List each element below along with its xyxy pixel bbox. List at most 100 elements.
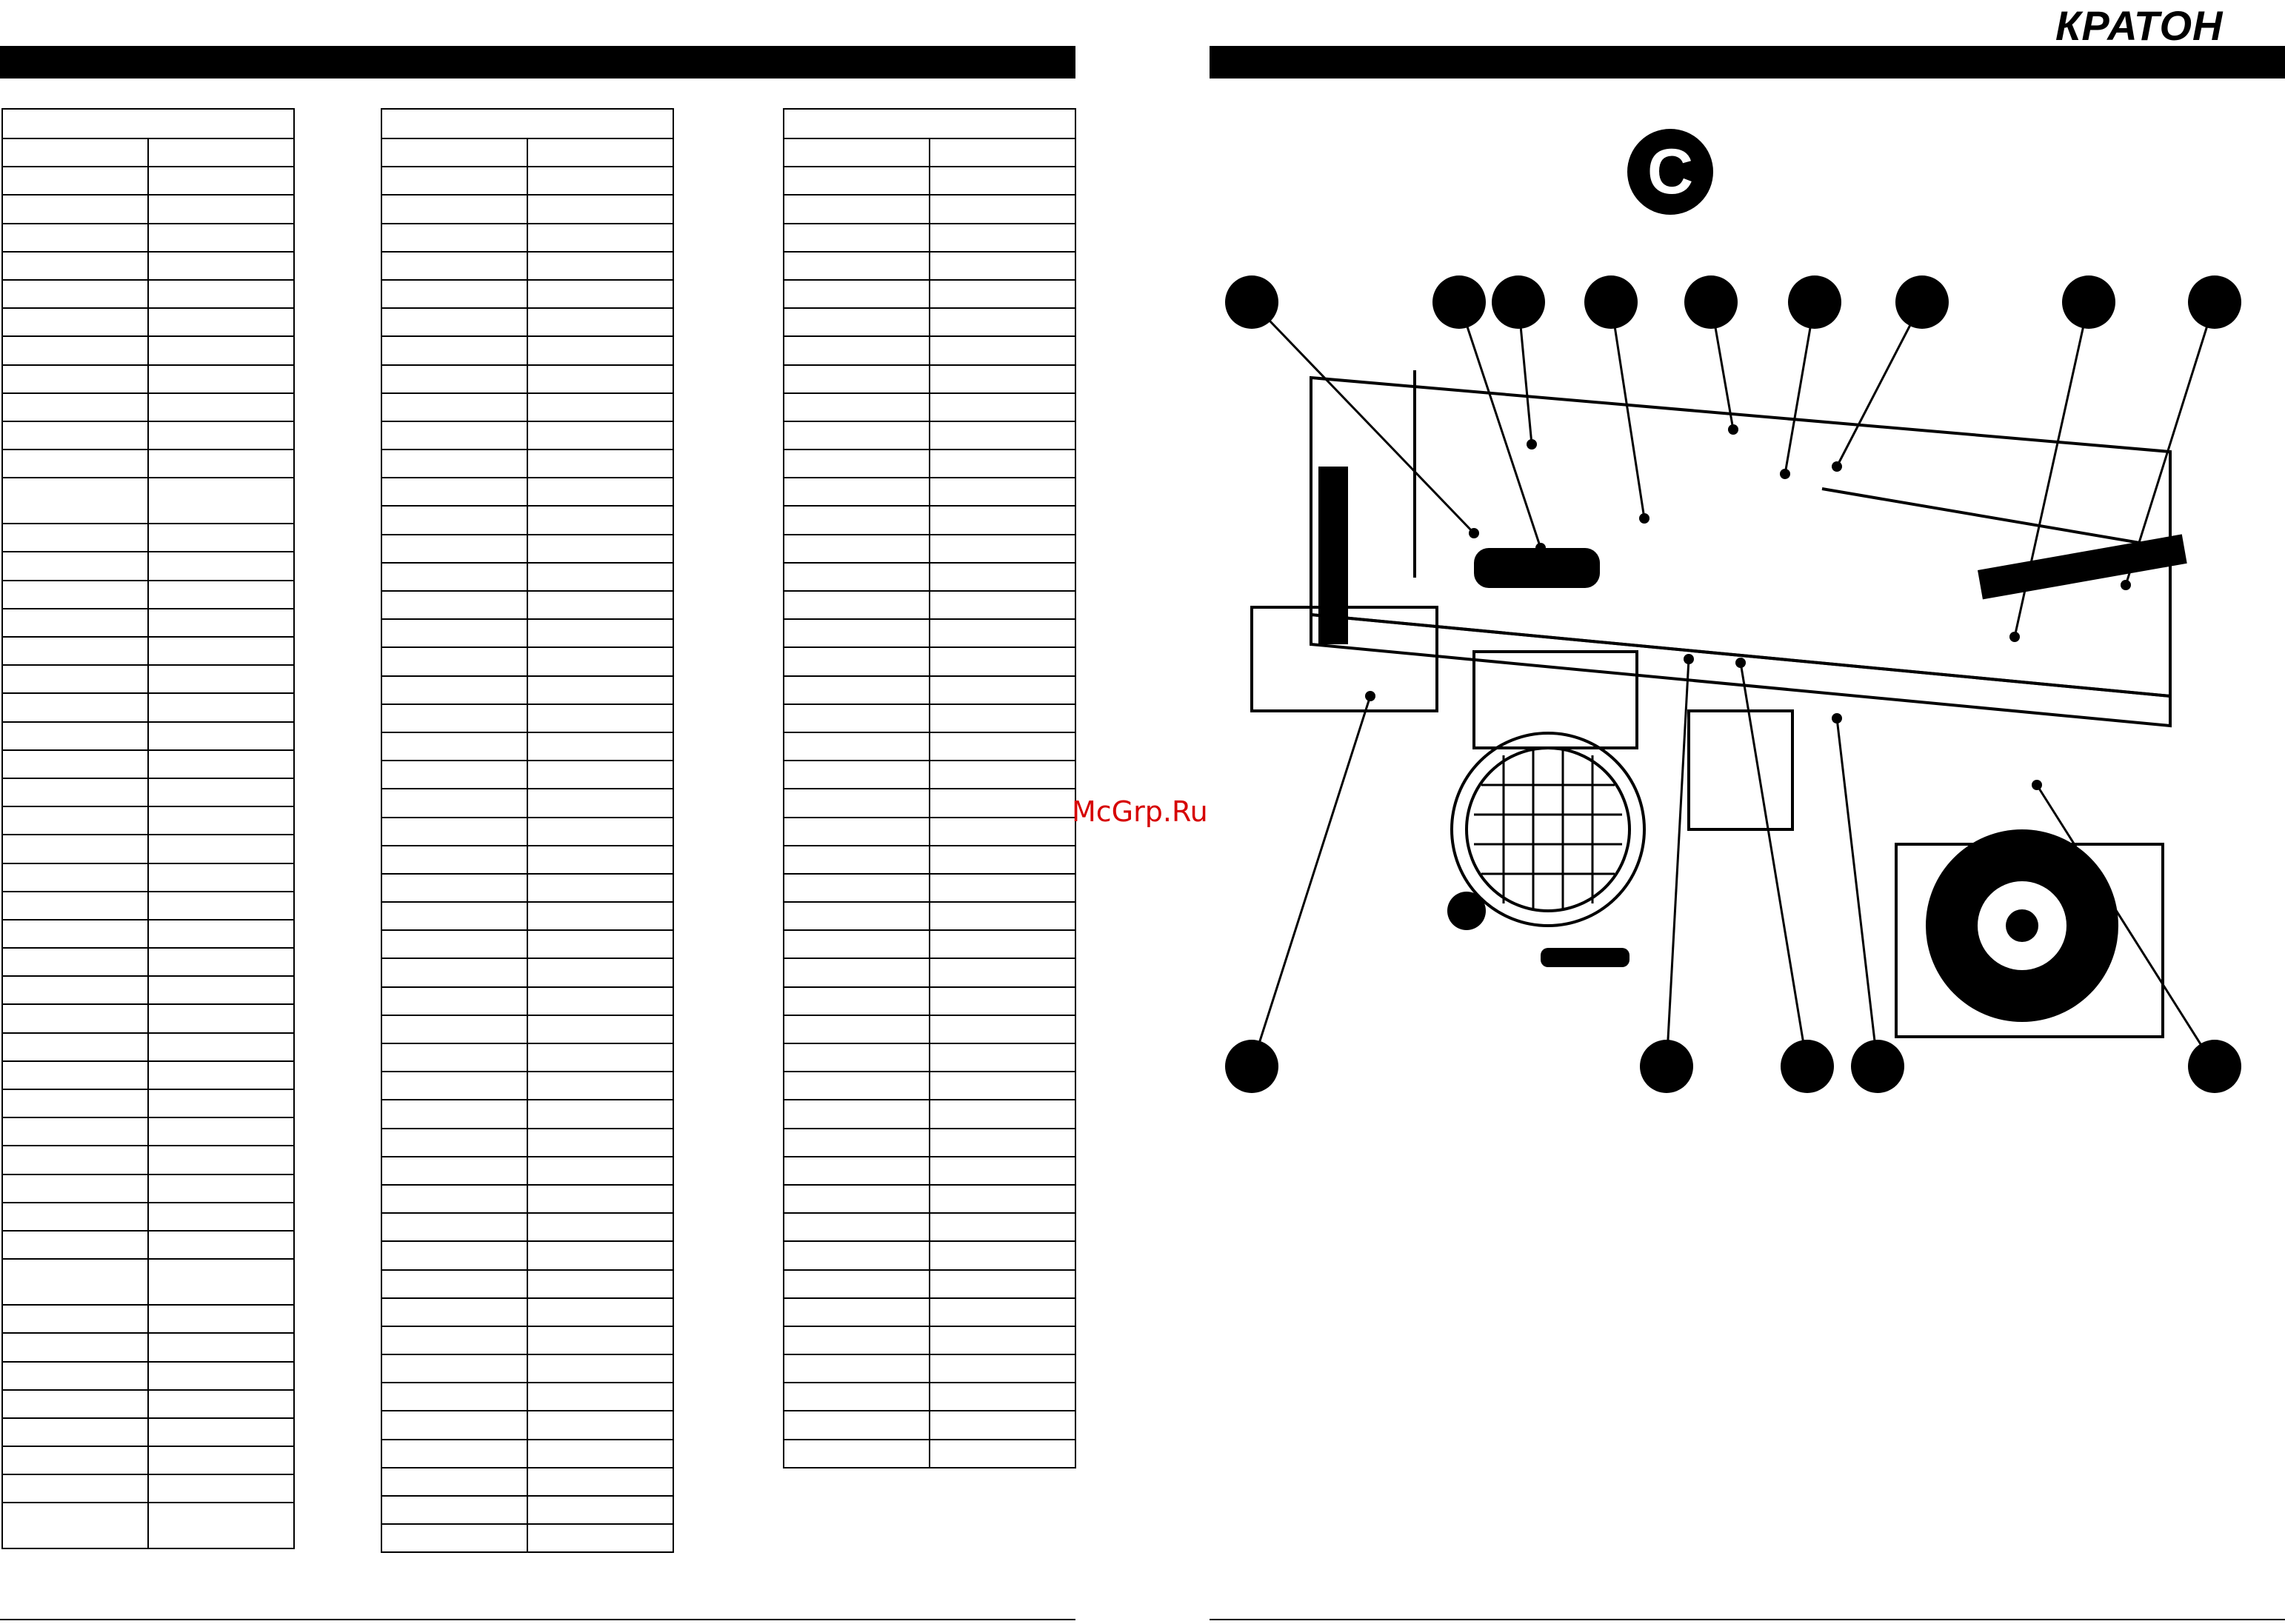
- table-row: [381, 958, 674, 988]
- figure-letter-badge: C: [1627, 129, 1713, 215]
- callout-14: [2188, 1040, 2241, 1093]
- table-row: [381, 589, 674, 621]
- callout-circles-bottom: [1225, 1040, 2241, 1093]
- table-row: [783, 194, 1076, 224]
- table-row: [1, 834, 295, 864]
- callout-10: [1225, 1040, 1278, 1093]
- table-row: [783, 703, 1076, 733]
- table-row: [783, 1183, 1076, 1214]
- table-row: [381, 872, 674, 903]
- table-row: [381, 250, 674, 281]
- table-row: [783, 222, 1076, 253]
- table-row: [1, 890, 295, 920]
- parts-table-middle: [381, 108, 674, 1554]
- table-row: [381, 1071, 674, 1101]
- table-row: [783, 1354, 1076, 1384]
- motor-grille-grid: [1474, 748, 1622, 911]
- table-row: [783, 618, 1076, 649]
- table-row: [783, 137, 1076, 168]
- table-row: [1, 307, 295, 338]
- callout-9: [2188, 275, 2241, 329]
- table-row: [1, 918, 295, 949]
- table-row: [381, 901, 674, 932]
- table-row: [783, 1382, 1076, 1412]
- table-header-row: [783, 108, 1076, 139]
- callout-2: [1432, 275, 1486, 329]
- table-row: [1, 392, 295, 422]
- table-row: [381, 222, 674, 253]
- table-row: [1, 1088, 295, 1119]
- table-row: [783, 760, 1076, 790]
- table-row: [381, 1494, 674, 1526]
- table-row: [381, 335, 674, 366]
- table-row: [1, 1229, 295, 1260]
- table-row: [783, 1212, 1076, 1243]
- svg-text:КРАТОН: КРАТОН: [2055, 3, 2224, 49]
- table-row: [381, 1183, 674, 1214]
- callout-12: [1781, 1040, 1834, 1093]
- table-row: [1, 1145, 295, 1175]
- table-row: [783, 986, 1076, 1016]
- table-row: [381, 1269, 674, 1299]
- table-row: [1, 364, 295, 394]
- table-row: [783, 816, 1076, 846]
- handwheel-right: [1926, 829, 2118, 1022]
- callout-3: [1492, 275, 1545, 329]
- callout-11: [1640, 1040, 1693, 1093]
- callout-13: [1851, 1040, 1904, 1093]
- table-row: [381, 392, 674, 422]
- table-row: [783, 250, 1076, 281]
- table-row: [381, 986, 674, 1016]
- table-row: [783, 901, 1076, 932]
- table-row: [1, 1332, 295, 1363]
- table-row: [1, 335, 295, 366]
- table-row: [381, 364, 674, 394]
- table-row: [1, 137, 295, 168]
- table-row: [1, 1304, 295, 1334]
- table-row: [1, 1032, 295, 1062]
- callout-circles-top: [1225, 275, 2241, 329]
- table-row: [1, 692, 295, 723]
- parts-table-right: [783, 108, 1076, 1468]
- table-row: [381, 1325, 674, 1356]
- table-header-row: [381, 108, 674, 139]
- table-row: [381, 618, 674, 649]
- table-row: [783, 364, 1076, 394]
- callout-5: [1684, 275, 1738, 329]
- table-row: [783, 675, 1076, 705]
- table-row: [1, 607, 295, 638]
- table-row: [783, 1410, 1076, 1440]
- table-row: [381, 561, 674, 592]
- parts-table-left: [1, 108, 295, 1550]
- table-row: [783, 477, 1076, 507]
- table-row: [1, 250, 295, 281]
- table-row: [1, 635, 295, 666]
- table-row: [1, 1258, 295, 1306]
- table-row: [783, 505, 1076, 535]
- table-row: [783, 929, 1076, 960]
- table-row: [381, 788, 674, 818]
- table-row: [783, 1269, 1076, 1299]
- table-row: [1, 1060, 295, 1091]
- callout-6: [1788, 275, 1841, 329]
- table-row: [1, 862, 295, 892]
- table-row: [381, 760, 674, 790]
- table-row: [783, 1155, 1076, 1186]
- table-row: [381, 1410, 674, 1440]
- machine-illustration: [1225, 275, 2241, 1093]
- table-row: [783, 166, 1076, 196]
- table-row: [783, 731, 1076, 762]
- table-row: [1, 222, 295, 253]
- table-row: [783, 392, 1076, 422]
- brand-logo: КРАТОН: [2055, 2, 2278, 59]
- table-row: [381, 1212, 674, 1243]
- table-row: [783, 1297, 1076, 1327]
- table-row: [1, 1417, 295, 1448]
- callout-8: [2062, 275, 2115, 329]
- kraton-logo: КРАТОН: [2055, 2, 2224, 49]
- table-row: [1, 975, 295, 1006]
- fence-parts: [1318, 467, 2187, 644]
- table-row: [381, 1014, 674, 1045]
- table-row: [1, 1446, 295, 1476]
- table-row: [381, 194, 674, 224]
